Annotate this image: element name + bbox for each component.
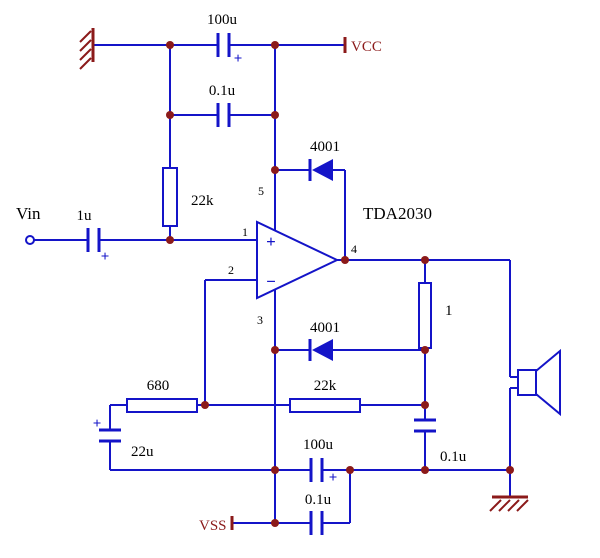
vcc-label: VCC: [351, 39, 382, 55]
speaker-icon: [517, 348, 561, 417]
cap-1u-polarity: +: [101, 249, 110, 265]
pin-5-label: 5: [258, 184, 264, 198]
cap-100u-vss: [309, 458, 324, 482]
diode-4001-vcc-label: 4001: [310, 139, 340, 155]
cap-0.1u-vcc: [216, 103, 231, 127]
cap-100u-vcc-polarity: +: [234, 51, 243, 67]
opamp-plus-input-sign: +: [266, 232, 276, 251]
vin-terminal: [25, 235, 35, 245]
earth-ground-icon: [79, 28, 95, 70]
diode-4001-vcc: [308, 159, 333, 181]
cap-0.1u-zobel-label: 0.1u: [440, 449, 467, 465]
cap-1u-input: [86, 228, 101, 252]
pin-2-label: 2: [228, 263, 234, 277]
cap-100u-vss-label: 100u: [303, 437, 334, 453]
opamp-tda2030-symbol: + −: [256, 220, 340, 300]
cap-0.1u-vss: [309, 511, 324, 535]
cap-100u-vcc: [216, 33, 231, 57]
earth-ground-bottom-icon: [489, 495, 529, 512]
ic-name-label: TDA2030: [363, 204, 432, 223]
cap-0.1u-vcc-label: 0.1u: [209, 83, 236, 99]
diode-4001-vss-label: 4001: [310, 320, 340, 336]
opamp-minus-input-sign: −: [266, 272, 276, 291]
resistor-680: [126, 398, 198, 413]
cap-22u-feedback: [99, 428, 121, 443]
resistor-22k-bias-label: 22k: [191, 193, 214, 209]
junction-dots: [166, 41, 514, 527]
cap-100u-vss-polarity: +: [329, 470, 338, 486]
circuit-wiring: [34, 44, 518, 524]
resistor-22k-feedback: [289, 398, 361, 413]
pin-4-label: 4: [351, 242, 357, 256]
vin-label: Vin: [16, 204, 41, 223]
diode-4001-vss: [308, 339, 333, 361]
resistor-680-label: 680: [147, 378, 170, 394]
cap-1u-label: 1u: [77, 208, 93, 224]
cap-22u-label: 22u: [131, 444, 154, 460]
cap-0.1u-vss-label: 0.1u: [305, 492, 332, 508]
vss-label: VSS: [199, 518, 227, 534]
cap-22u-polarity: +: [93, 416, 102, 432]
pin-1-label: 1: [242, 225, 248, 239]
resistor-1-zobel-label: 1: [445, 303, 453, 319]
resistor-1-zobel: [418, 282, 432, 349]
resistor-22k-bias: [162, 167, 178, 227]
resistor-22k-feedback-label: 22k: [314, 378, 337, 394]
cap-0.1u-zobel: [414, 418, 436, 433]
pin-3-label: 3: [257, 313, 263, 327]
cap-100u-vcc-label: 100u: [207, 12, 238, 28]
